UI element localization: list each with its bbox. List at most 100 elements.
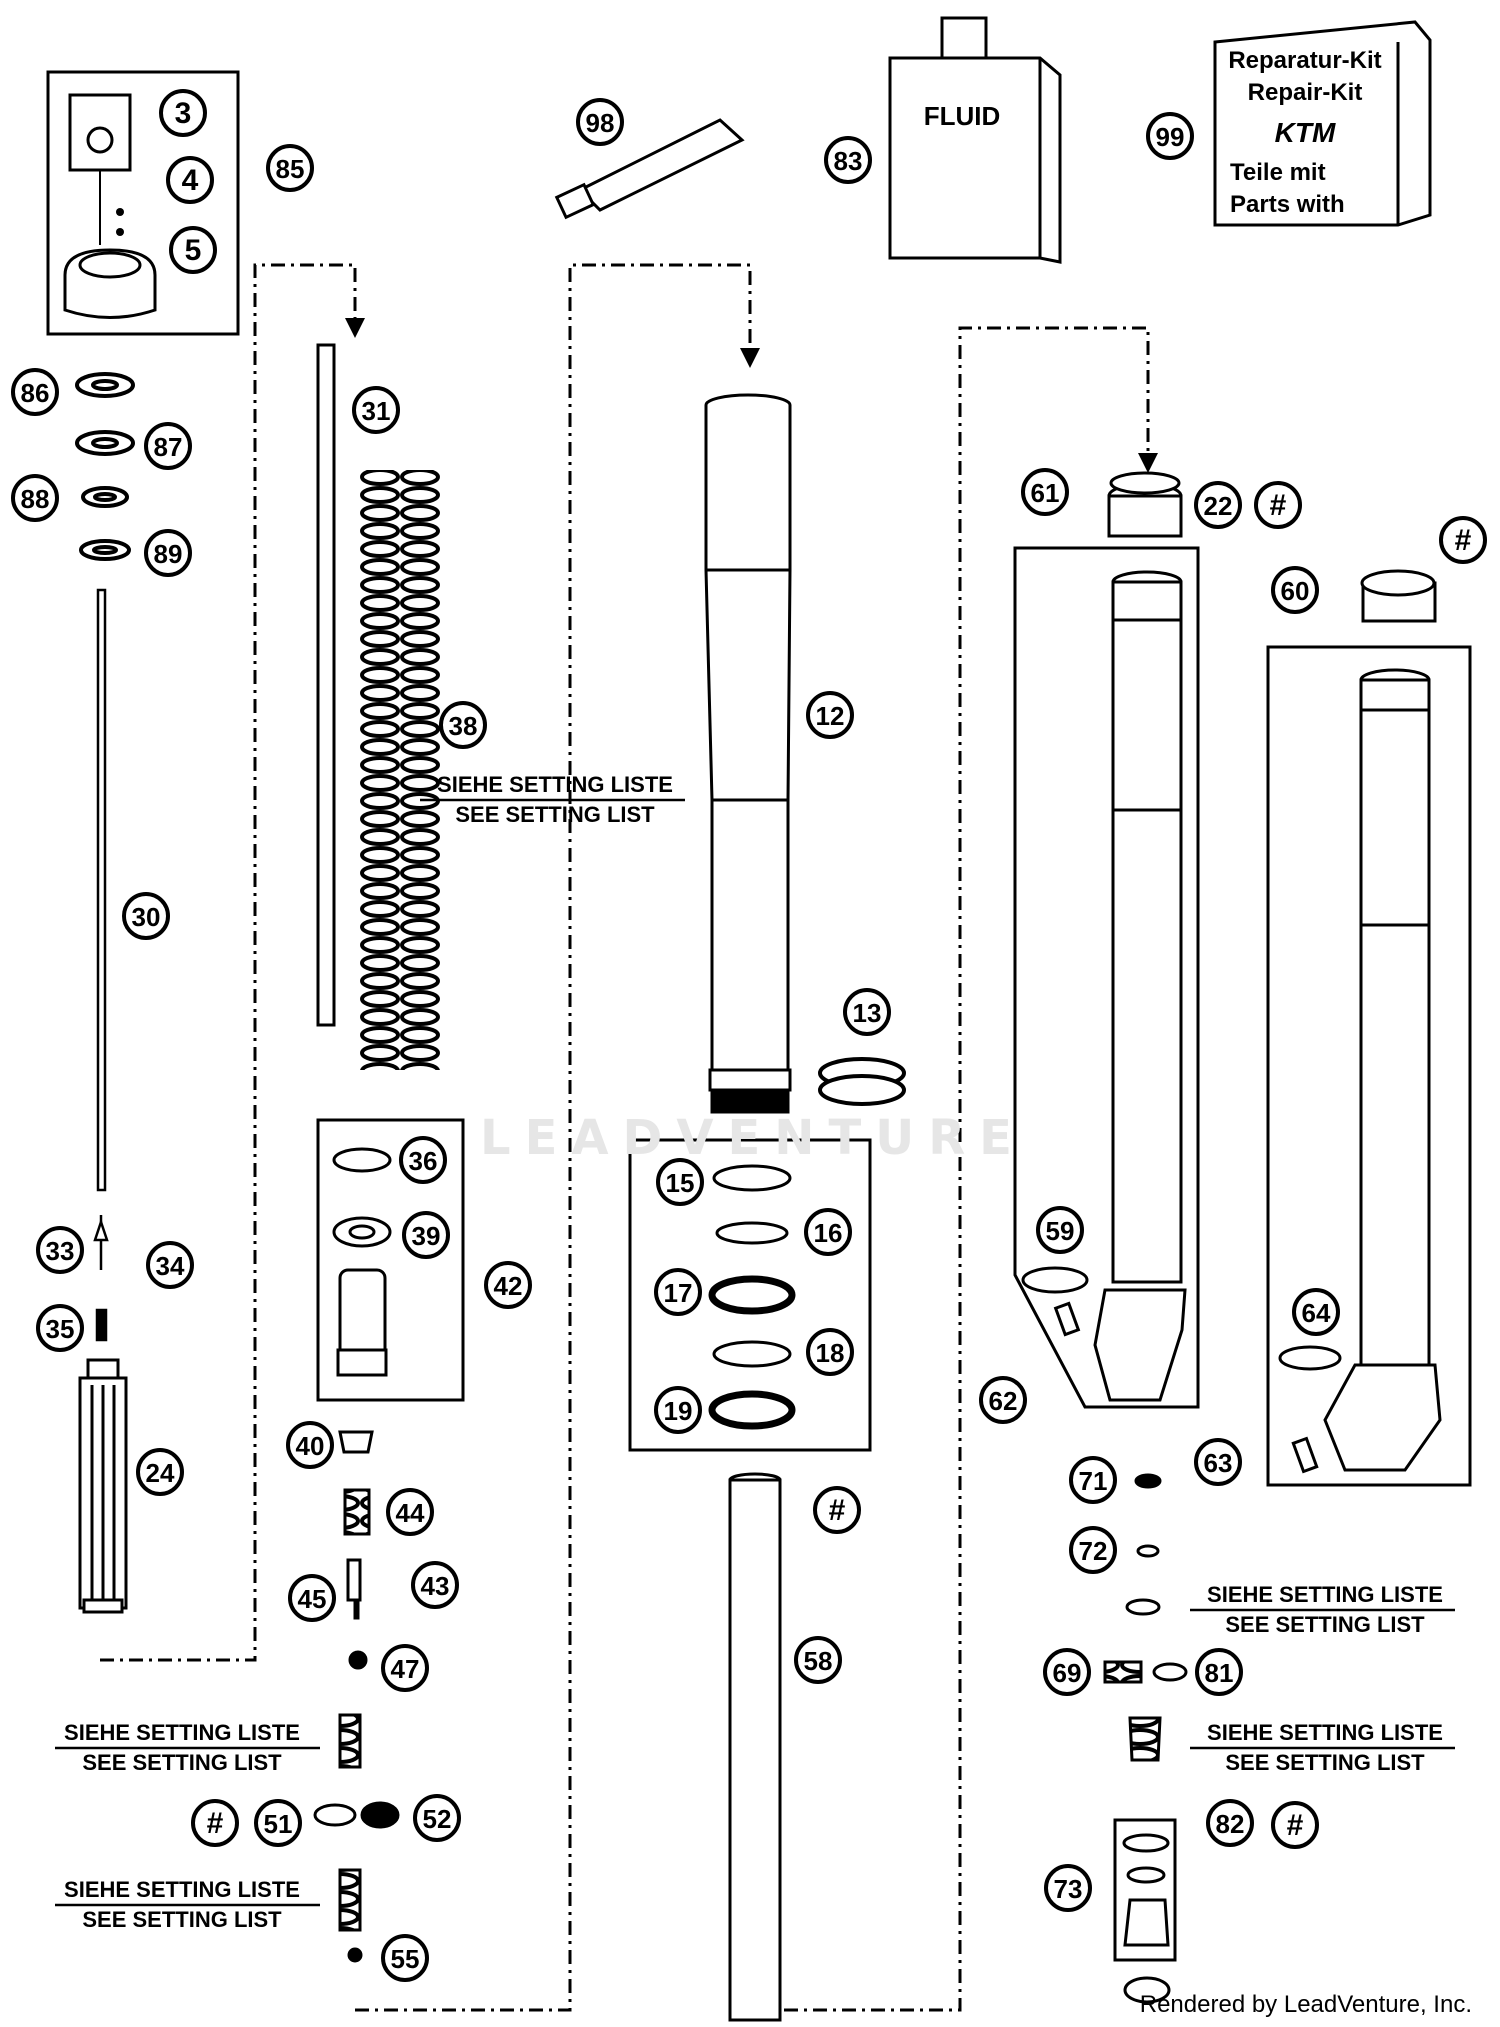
callout-number: 52 xyxy=(423,1804,452,1834)
callout-71: 71 xyxy=(1069,1456,1117,1504)
compression-valve-parts xyxy=(1103,1473,1188,2004)
callout-5: 5 xyxy=(169,226,217,274)
setting-list-note: SIEHE SETTING LISTE SEE SETTING LIST xyxy=(55,1877,320,1932)
callout-number: 39 xyxy=(412,1221,441,1251)
callout-number: 30 xyxy=(132,902,161,932)
callout-number: 60 xyxy=(1281,576,1310,606)
callout-18: 18 xyxy=(806,1328,854,1376)
svg-text:SEE SETTING LIST: SEE SETTING LIST xyxy=(1225,1612,1425,1637)
guide-ring xyxy=(818,1057,906,1106)
callout-52: 52 xyxy=(413,1794,461,1842)
callout-number: 86 xyxy=(21,378,50,408)
callout-number: 55 xyxy=(391,1944,420,1974)
callout-number: 3 xyxy=(175,97,192,130)
callout-24: 24 xyxy=(136,1448,184,1496)
callout-number: 82 xyxy=(1216,1809,1245,1839)
damper-rod xyxy=(93,588,109,1342)
callout-number: 43 xyxy=(421,1571,450,1601)
callout-number: 35 xyxy=(46,1314,75,1344)
callout-number: 44 xyxy=(396,1498,425,1528)
callout-4: 4 xyxy=(166,156,214,204)
callout-number: 19 xyxy=(664,1396,693,1426)
callout-17: 17 xyxy=(654,1268,702,1316)
callout-number: 13 xyxy=(853,998,882,1028)
callout-22: 22 xyxy=(1194,481,1242,529)
repair-kit-line2: Repair-Kit xyxy=(1248,79,1363,106)
callout-number: 45 xyxy=(298,1584,327,1614)
callout-62: 62 xyxy=(979,1376,1027,1424)
outer-tube xyxy=(704,393,792,1114)
callout-number: 72 xyxy=(1079,1536,1108,1566)
callout-88: 88 xyxy=(11,474,59,522)
cartridge-tube xyxy=(78,1358,128,1614)
callout-number: 62 xyxy=(989,1386,1018,1416)
svg-text:#: # xyxy=(1270,489,1287,522)
fork-leg-right xyxy=(1266,569,1472,1487)
callout-number: 18 xyxy=(816,1338,845,1368)
inner-tube xyxy=(728,1472,782,2022)
callout-number: 99 xyxy=(1156,122,1185,152)
callout-number: 15 xyxy=(666,1168,695,1198)
grease-tube xyxy=(554,118,745,220)
cap-assembly-box xyxy=(46,70,240,336)
callout-60: 60 xyxy=(1271,566,1319,614)
svg-text:#: # xyxy=(1455,524,1472,557)
svg-text:SIEHE SETTING LISTE: SIEHE SETTING LISTE xyxy=(1207,1720,1443,1745)
callout-85: 85 xyxy=(266,144,314,192)
callout-number: 40 xyxy=(296,1431,325,1461)
callout-number: 33 xyxy=(46,1236,75,1266)
hash-callout: # xyxy=(813,1486,861,1534)
callout-number: 31 xyxy=(362,396,391,426)
callout-number: 12 xyxy=(816,701,845,731)
hash-callout: # xyxy=(1439,516,1487,564)
callout-number: 22 xyxy=(1204,491,1233,521)
callout-number: 87 xyxy=(154,432,183,462)
dashed-guide-lines xyxy=(100,263,1150,2012)
callout-82: 82 xyxy=(1206,1799,1254,1847)
svg-text:SEE SETTING LIST: SEE SETTING LIST xyxy=(82,1907,282,1932)
svg-text:#: # xyxy=(1287,1809,1304,1842)
svg-text:SIEHE SETTING LISTE: SIEHE SETTING LISTE xyxy=(64,1720,300,1745)
svg-text:SEE SETTING LIST: SEE SETTING LIST xyxy=(455,802,655,827)
callout-45: 45 xyxy=(288,1574,336,1622)
callout-number: 88 xyxy=(21,484,50,514)
callout-99: 99 xyxy=(1146,112,1194,160)
callout-89: 89 xyxy=(144,529,192,577)
callout-72: 72 xyxy=(1069,1526,1117,1574)
svg-text:SIEHE SETTING LISTE: SIEHE SETTING LISTE xyxy=(64,1877,300,1902)
callout-73: 73 xyxy=(1044,1864,1092,1912)
callout-number: 64 xyxy=(1302,1298,1331,1328)
callout-number: 59 xyxy=(1046,1216,1075,1246)
callout-98: 98 xyxy=(576,98,624,146)
callout-12: 12 xyxy=(806,691,854,739)
callout-number: 51 xyxy=(264,1809,293,1839)
repair-kit-card xyxy=(1213,20,1432,227)
callout-55: 55 xyxy=(381,1934,429,1982)
ktm-logo: KTM xyxy=(1275,117,1336,148)
callout-16: 16 xyxy=(804,1208,852,1256)
hash-callout: # xyxy=(1271,1801,1319,1849)
repair-kit-line1: Reparatur-Kit xyxy=(1228,47,1381,74)
callout-35: 35 xyxy=(36,1304,84,1352)
callout-number: 16 xyxy=(814,1218,843,1248)
callout-61: 61 xyxy=(1021,468,1069,516)
svg-text:SIEHE SETTING LISTE: SIEHE SETTING LISTE xyxy=(1207,1582,1443,1607)
callout-number: 58 xyxy=(804,1646,833,1676)
callout-69: 69 xyxy=(1043,1648,1091,1696)
callout-number: 4 xyxy=(182,164,199,197)
callout-87: 87 xyxy=(144,422,192,470)
callout-number: 85 xyxy=(276,154,305,184)
callout-42: 42 xyxy=(484,1261,532,1309)
callout-3: 3 xyxy=(159,89,207,137)
callout-30: 30 xyxy=(122,892,170,940)
callout-number: 24 xyxy=(146,1458,175,1488)
repair-kit-line3: Teile mit xyxy=(1230,159,1326,186)
callout-number: 17 xyxy=(664,1278,693,1308)
spring-rod xyxy=(316,343,440,1070)
hash-callout: # xyxy=(191,1799,239,1847)
callout-number: 63 xyxy=(1204,1448,1233,1478)
callout-58: 58 xyxy=(794,1636,842,1684)
callout-number: 5 xyxy=(185,234,202,267)
callout-number: 38 xyxy=(449,711,478,741)
